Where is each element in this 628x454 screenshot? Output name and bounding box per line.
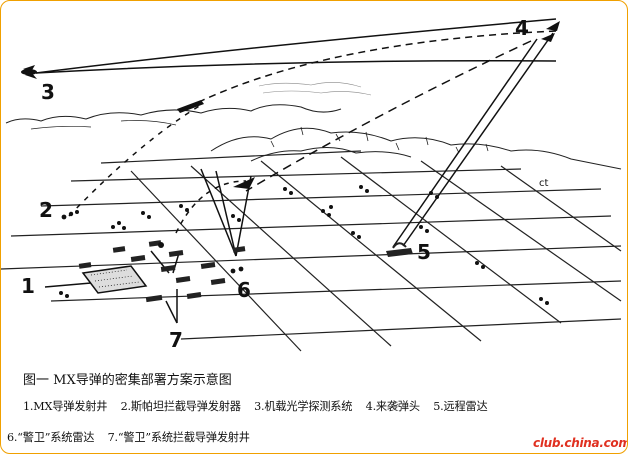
cloud-scribble [258, 82, 372, 96]
label-2: 2 [39, 198, 53, 222]
legend-item-6: 6.“警卫”系统雷达 [7, 431, 95, 444]
ground-grid [1, 150, 622, 352]
missile-silos [78, 240, 246, 303]
incoming-warheads [233, 21, 560, 189]
long-range-radar [386, 242, 413, 257]
site-watermark: club.china.com [533, 436, 628, 450]
label-6: 6 [237, 278, 251, 302]
interceptor-missile [177, 100, 204, 113]
legend-item-1: 1.MX导弹发射井 [23, 400, 108, 413]
legend-item-7: 7.“警卫”系统拦截导弹发射井 [107, 431, 250, 444]
label-pointers [44, 282, 178, 324]
figure-caption: 图一 MX导弹的密集部署方案示意图 [23, 373, 232, 388]
airborne-sensor-aircraft [21, 65, 37, 79]
label-3: 3 [41, 80, 55, 104]
legend-line-1: 1.MX导弹发射井 2.斯帕坦拦截导弹发射器 3.机载光学探测系统 4.来袭弹头… [23, 398, 497, 414]
legend-item-2: 2.斯帕坦拦截导弹发射器 [120, 400, 241, 413]
label-4: 4 [515, 16, 529, 40]
label-1: 1 [21, 274, 35, 298]
legend-line-2: 6.“警卫”系统雷达 7.“警卫”系统拦截导弹发射井 [7, 429, 260, 445]
flight-paths [35, 18, 557, 274]
legend-item-5: 5.远程雷达 [433, 400, 488, 413]
scattered-units [59, 185, 549, 305]
number-labels: 1 2 3 4 5 6 7 ct [21, 16, 548, 352]
deployment-diagram: 1 2 3 4 5 6 7 ct [1, 16, 622, 352]
legend-item-3: 3.机载光学探测系统 [254, 400, 353, 413]
stray-text: ct [539, 178, 548, 189]
mountain-range [5, 104, 622, 170]
legend-item-4: 4.来袭弹头 [365, 400, 420, 413]
label-7: 7 [169, 328, 183, 352]
label-5: 5 [417, 240, 431, 264]
